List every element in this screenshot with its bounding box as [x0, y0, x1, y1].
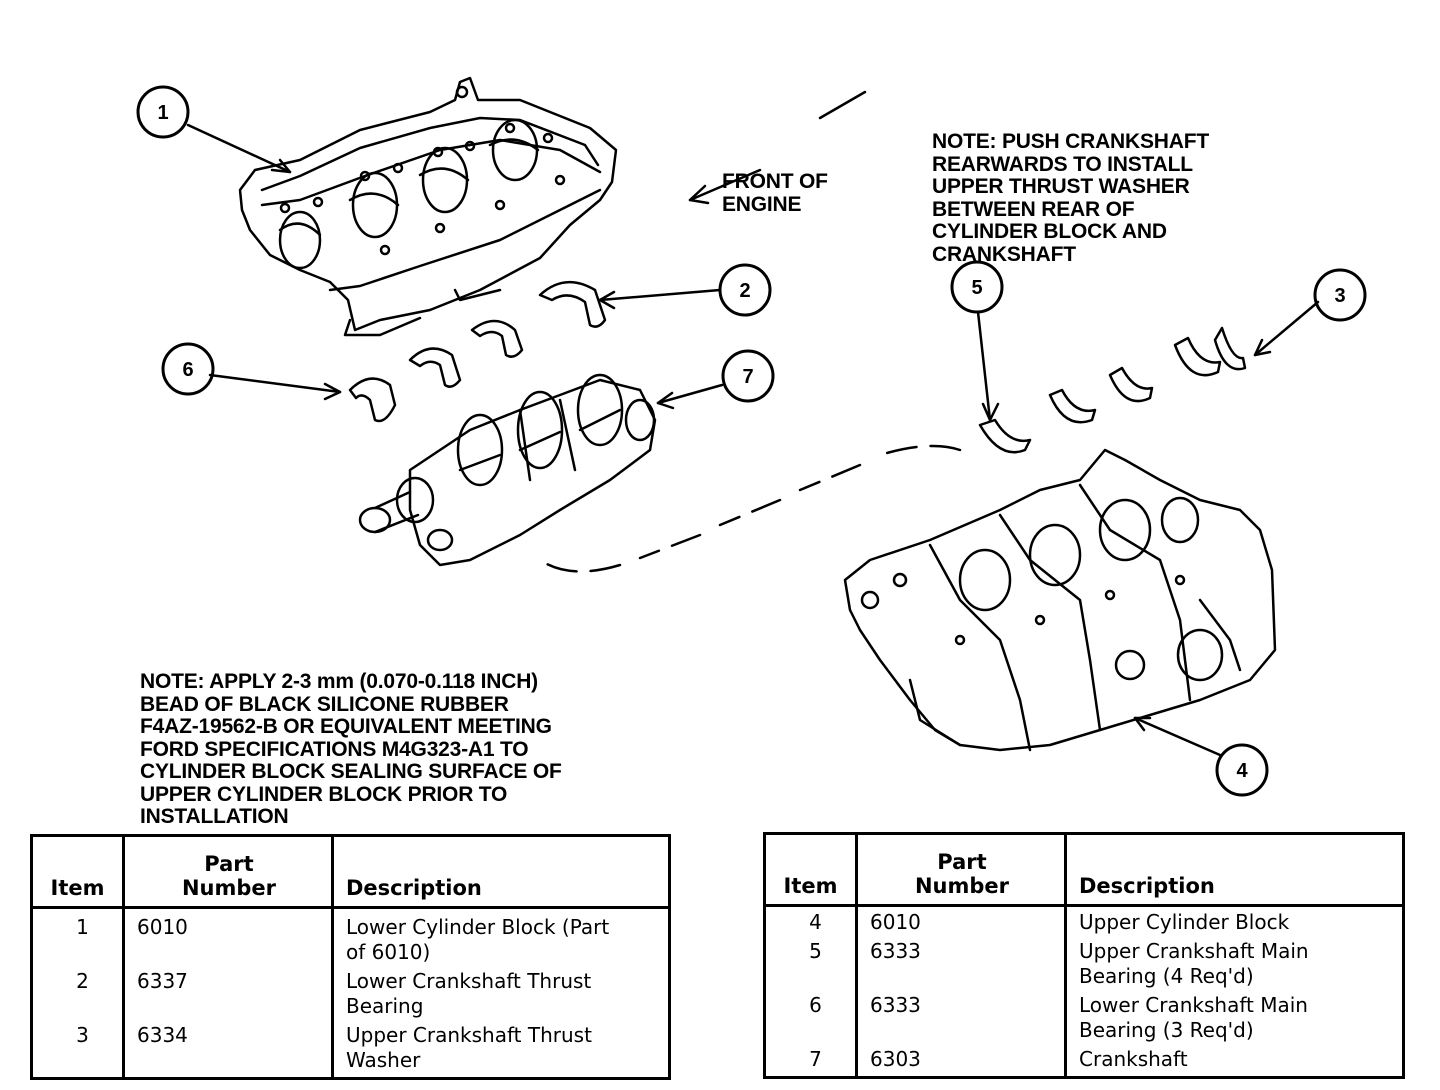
part-number-cell: 6334 [123, 1021, 334, 1079]
header-item: Item [764, 833, 858, 907]
callout-3: 3 [1334, 285, 1345, 307]
alignment-line [538, 444, 962, 573]
callout-4: 4 [1236, 760, 1248, 782]
item-cell: 1 [31, 907, 125, 967]
crankshaft [358, 373, 657, 567]
callout-6: 6 [182, 359, 193, 381]
callout-5: 5 [971, 277, 982, 299]
upper-cylinder-block [843, 448, 1277, 752]
item-cell: 6 [764, 991, 858, 1045]
lower-cylinder-block [238, 76, 618, 337]
upper-main-bearings [978, 326, 1247, 454]
description-cell: Crankshaft [1079, 1047, 1188, 1071]
leader-lines [186, 123, 1320, 757]
item-cell: 2 [31, 967, 125, 1021]
note-silicone-bead: NOTE: APPLY 2-3 mm (0.070-0.118 INCH)BEA… [140, 670, 562, 828]
table-row: 4 6010 Upper Cylinder Block [764, 905, 1404, 937]
part-number-cell: 6010 [123, 907, 334, 967]
callout-circles [136, 85, 1367, 797]
callout-2: 2 [739, 280, 750, 302]
header-item: Item [31, 835, 125, 909]
table-row: 7 6303 Crankshaft [764, 1045, 1404, 1078]
part-number-cell: 6303 [856, 1045, 1067, 1078]
part-number-cell: 6010 [856, 905, 1067, 937]
part-number-cell: 6337 [123, 967, 334, 1021]
header-description: Description [332, 835, 670, 909]
item-cell: 3 [31, 1021, 125, 1079]
lower-main-bearings [348, 280, 607, 423]
item-cell: 4 [764, 905, 858, 937]
item-cell: 5 [764, 937, 858, 991]
header-description: Description [1065, 833, 1404, 907]
callout-7: 7 [742, 366, 753, 388]
front-arrow [688, 90, 867, 205]
part-number-cell: 6333 [856, 991, 1067, 1045]
description-cell: Upper Cylinder Block [1079, 910, 1290, 934]
part-number-cell: 6333 [856, 937, 1067, 991]
callout-1: 1 [157, 102, 168, 124]
item-cell: 7 [764, 1045, 858, 1078]
